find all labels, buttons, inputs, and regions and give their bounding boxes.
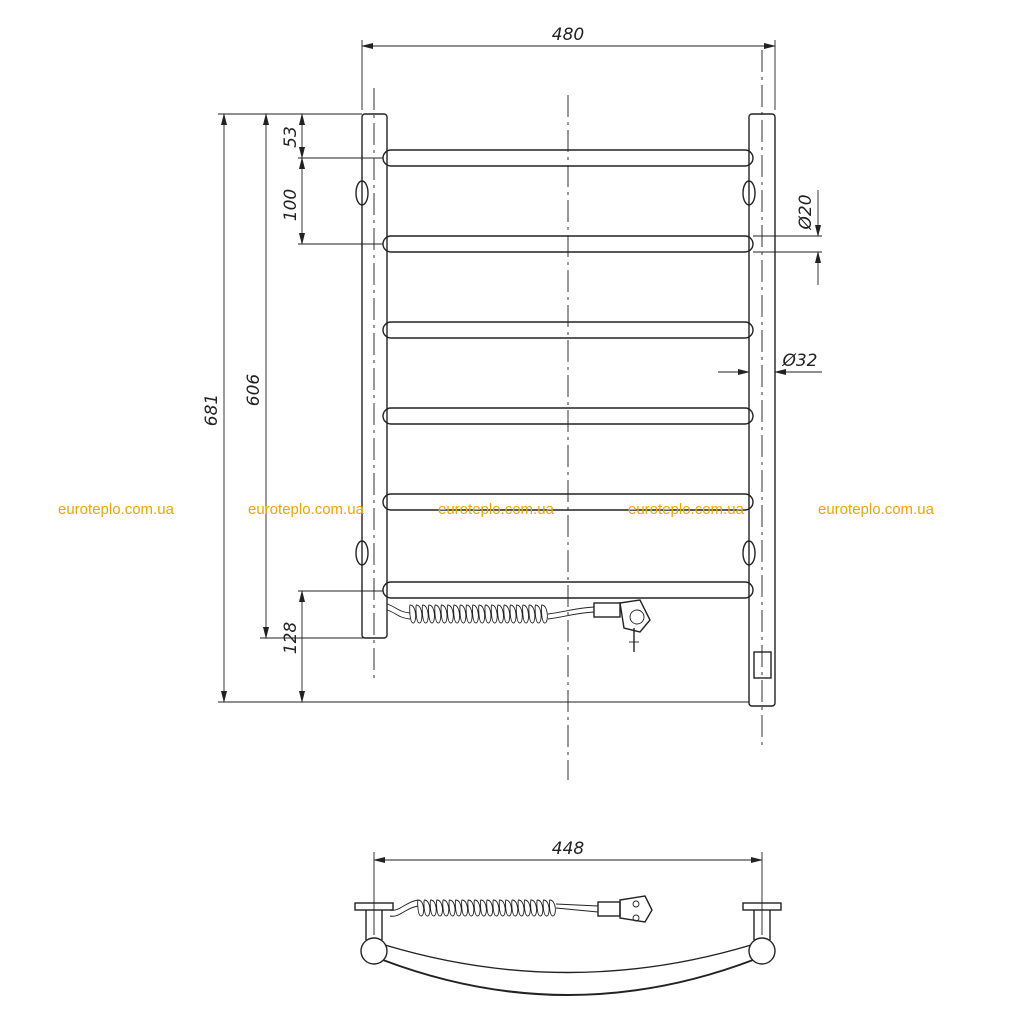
rung-3 [382, 321, 754, 339]
front-view [355, 50, 776, 780]
top-view: 448 [354, 839, 782, 996]
bracket-top-left [355, 180, 369, 206]
flange-left [354, 902, 394, 911]
dim-base-width: 448 [552, 839, 585, 859]
rung-6 [382, 581, 754, 599]
dim-overall-width: 480 [552, 25, 584, 45]
rung-4 [382, 407, 754, 425]
dim-bottom-offset: 128 [281, 622, 301, 655]
right-riser [748, 113, 776, 707]
curved-rung-inner [384, 944, 752, 974]
plug-top-view [597, 901, 621, 917]
dim-riser-diameter: Ø32 [781, 351, 817, 371]
rung-5 [382, 493, 754, 511]
watermark-3: euroteplo.com.ua [438, 501, 554, 518]
dim-rung-diameter: Ø20 [796, 194, 816, 230]
bracket-bottom-right [742, 540, 756, 566]
heating-cable [386, 599, 651, 652]
left-riser [361, 113, 388, 639]
control-box [753, 651, 772, 679]
watermark-2: euroteplo.com.ua [248, 501, 364, 518]
dim-top-offset: 53 [281, 126, 301, 148]
watermark-5: euroteplo.com.ua [818, 501, 934, 518]
riser-top-left [360, 937, 388, 965]
dimensions-front: 480 681 606 53 100 128 Ø20 Ø32 [202, 25, 822, 703]
watermark-1: euroteplo.com.ua [58, 501, 174, 518]
curved-rung-outer [382, 959, 754, 996]
dim-overall-height: 681 [202, 394, 222, 426]
watermark-4: euroteplo.com.ua [628, 501, 744, 518]
dim-axis-height: 606 [244, 374, 264, 407]
dim-rung-pitch: 100 [281, 189, 301, 221]
flange-right [742, 902, 782, 911]
bracket-bottom-left [355, 540, 369, 566]
riser-top-right [748, 937, 776, 965]
bracket-top-right [742, 180, 756, 206]
